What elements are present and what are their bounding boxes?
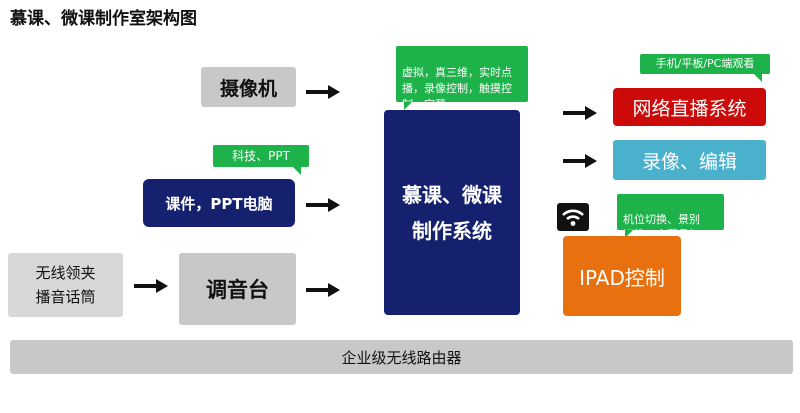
center-system-label: 慕课、微课 制作系统 <box>402 182 502 243</box>
center-note-bubble: 虚拟，真三维，实时点 播，录像控制，触摸控 制，字幕 <box>396 46 528 111</box>
mic-box: 无线领夹 播音话筒 <box>8 253 123 317</box>
ipad-note-bubble: 机位切换、景别 切换，字幕叠加 <box>617 194 724 241</box>
right-arrow-icon <box>306 198 340 212</box>
router-label: 企业级无线路由器 <box>341 348 462 367</box>
center-note-text: 虚拟，真三维，实时点 播，录像控制，触摸控 制，字幕 <box>402 66 512 111</box>
right-arrow-icon <box>306 85 340 99</box>
ipad-control-box: IPAD控制 <box>563 236 681 316</box>
mixer-box: 调音台 <box>179 253 296 325</box>
right-arrow-icon <box>134 279 168 293</box>
right-arrow-icon <box>563 154 597 168</box>
live-broadcast-label: 网络直播系统 <box>632 97 747 120</box>
live-note-text: 手机/平板/PC端观看 <box>655 57 755 70</box>
computer-label: 课件，PPT电脑 <box>165 194 273 213</box>
center-system-box: 慕课、微课 制作系统 <box>384 110 520 315</box>
right-arrow-icon <box>306 283 340 297</box>
router-bar: 企业级无线路由器 <box>10 340 793 374</box>
camera-box: 摄像机 <box>201 67 296 107</box>
right-arrow-icon <box>563 106 597 120</box>
computer-box: 课件，PPT电脑 <box>143 179 295 227</box>
record-edit-box: 录像、编辑 <box>613 140 766 180</box>
mic-label: 无线领夹 播音话筒 <box>35 264 96 306</box>
diagram-title: 慕课、微课制作室架构图 <box>10 9 197 29</box>
wifi-icon <box>557 203 589 231</box>
computer-note-bubble: 科技、PPT <box>213 145 309 175</box>
ipad-control-label: IPAD控制 <box>579 265 665 290</box>
live-note-bubble: 手机/平板/PC端观看 <box>640 54 770 82</box>
live-broadcast-box: 网络直播系统 <box>613 88 766 126</box>
computer-note-text: 科技、PPT <box>232 149 290 163</box>
camera-label: 摄像机 <box>219 77 277 100</box>
record-edit-label: 录像、编辑 <box>641 150 737 173</box>
mixer-label: 调音台 <box>206 278 269 302</box>
